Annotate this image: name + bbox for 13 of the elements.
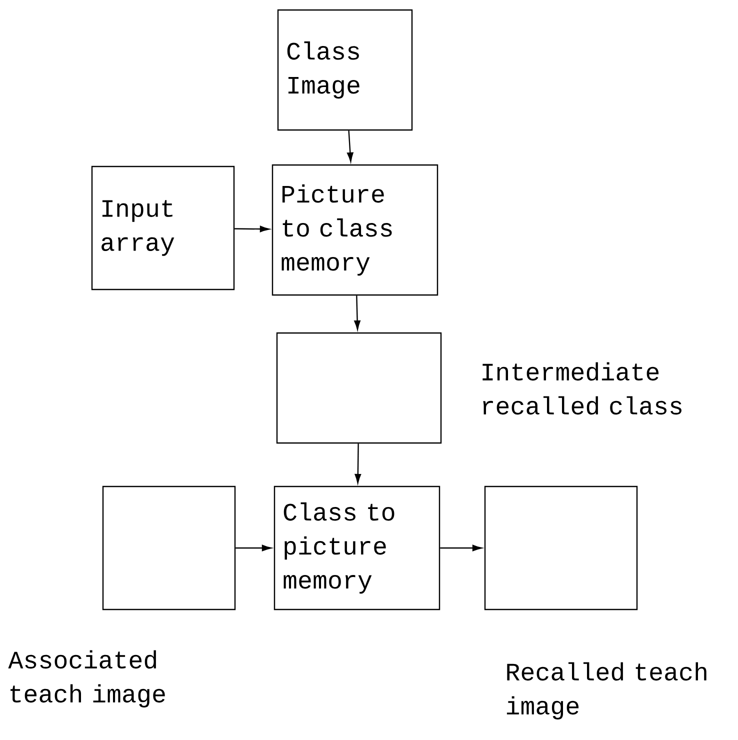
arrow xyxy=(440,544,482,552)
process-box: Class to picture memory xyxy=(274,486,440,610)
arrow xyxy=(234,226,270,232)
node-caption: Intermediate recalled class xyxy=(482,362,682,415)
node-caption: Recalled teach image xyxy=(506,662,706,720)
arrow xyxy=(236,544,272,552)
process-box: Picture to class memory xyxy=(272,164,438,296)
arrow xyxy=(354,444,362,484)
process-box: Input array xyxy=(91,166,235,290)
node-caption: Associated teach image xyxy=(8,650,165,708)
arrow xyxy=(354,296,360,330)
process-box: Class Image xyxy=(277,9,413,131)
arrow xyxy=(347,130,354,162)
